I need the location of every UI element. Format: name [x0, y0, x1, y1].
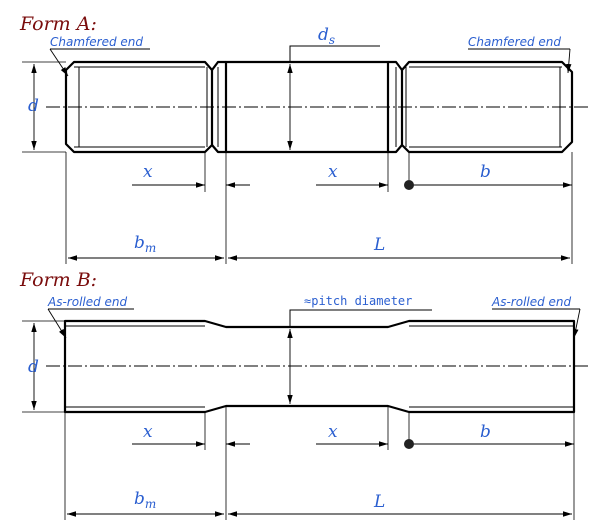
form-a: Form A: d ds Cham [19, 13, 590, 264]
form-a-left-neck [211, 60, 226, 154]
form-b-title: Form B: [19, 269, 97, 291]
form-b-bm-label: bm [134, 489, 156, 511]
form-a-ds-leader [289, 45, 380, 62]
form-b-b-label: b [480, 422, 491, 442]
form-a-x-right-label: x [328, 162, 338, 182]
form-a-b-label: b [480, 162, 491, 182]
form-a-d-label: d [28, 96, 39, 116]
form-a-left-note-leader [49, 48, 69, 77]
form-a-origin-dot [404, 180, 414, 190]
form-a-title: Form A: [19, 13, 97, 35]
form-b-right-note-leader [573, 308, 581, 339]
form-a-left-end-note: Chamfered end [50, 35, 143, 49]
form-b-x-right-label: x [328, 422, 338, 442]
form-b-L-label: L [373, 492, 385, 512]
form-b-left-note-leader [47, 308, 67, 339]
form-a-L-label: L [373, 235, 385, 255]
form-b-right-end-note: As-rolled end [491, 295, 572, 309]
form-a-right-neck [388, 60, 403, 154]
form-b-outline [63, 319, 576, 414]
form-a-right-thread [400, 60, 574, 154]
form-a-ds-label: ds [318, 25, 335, 47]
form-b-origin-dot [404, 439, 414, 449]
form-b-x-left-label: x [143, 422, 153, 442]
form-a-bm-label: bm [134, 233, 156, 255]
form-b: Form B: d ≈pitch diameter As-rolled end … [19, 269, 590, 520]
form-b-left-end-note: As-rolled end [47, 295, 128, 309]
form-a-right-note-leader [566, 48, 572, 74]
form-b-pitch-leader [289, 309, 432, 327]
form-b-d-label: d [28, 357, 39, 377]
form-a-right-end-note: Chamfered end [468, 35, 561, 49]
form-a-x-left-label: x [143, 162, 153, 182]
form-b-pitch-note: ≈pitch diameter [304, 294, 412, 308]
